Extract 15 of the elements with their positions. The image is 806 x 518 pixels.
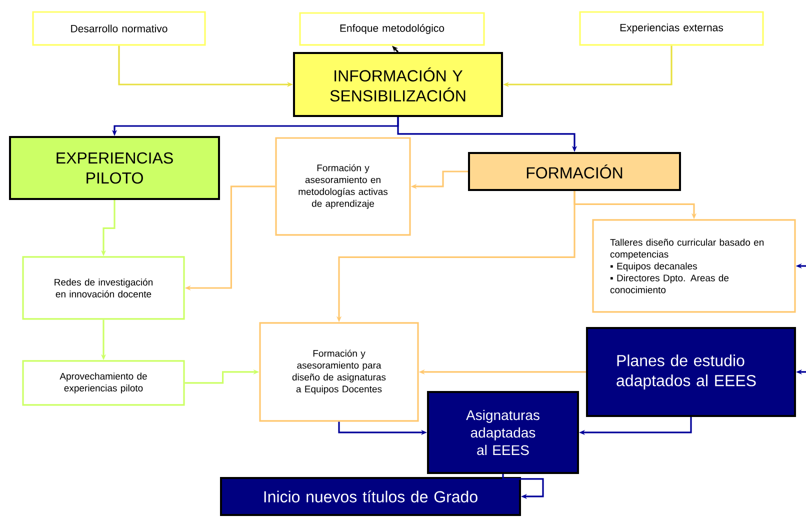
process-box: Formación y asesoramiento para diseño de asignaturas a Equipos Docentes <box>259 322 419 422</box>
process-box: Aprovechamiento de experiencias piloto <box>22 360 185 406</box>
source-box: Enfoque metodológico <box>299 12 485 46</box>
result-box: Asignaturas adaptadas al EEES <box>427 390 579 474</box>
process-box: Redes de investigación en innovación docente <box>22 256 185 320</box>
process-box: EXPERIENCIAS PILOTO <box>9 136 220 200</box>
process-box: INFORMACIÓN Y SENSIBILIZACIÓN <box>293 52 503 117</box>
process-box: Talleres diseño curricular basado en competencias ▪ Equipos decanales ▪ Directores Dpto. Areas de conocimiento <box>592 219 796 313</box>
process-box: Formación y asesoramiento en metodologías activas de aprendizaje <box>275 137 411 236</box>
result-box: Planes de estudio adaptados al EEES <box>586 326 796 417</box>
process-box: FORMACIÓN <box>468 152 681 191</box>
arrow <box>502 474 544 500</box>
result-box: Inicio nuevos títulos de Grado <box>220 476 521 516</box>
source-box: Experiencias externas <box>579 11 764 46</box>
source-box: Desarrollo normativo <box>32 11 206 46</box>
